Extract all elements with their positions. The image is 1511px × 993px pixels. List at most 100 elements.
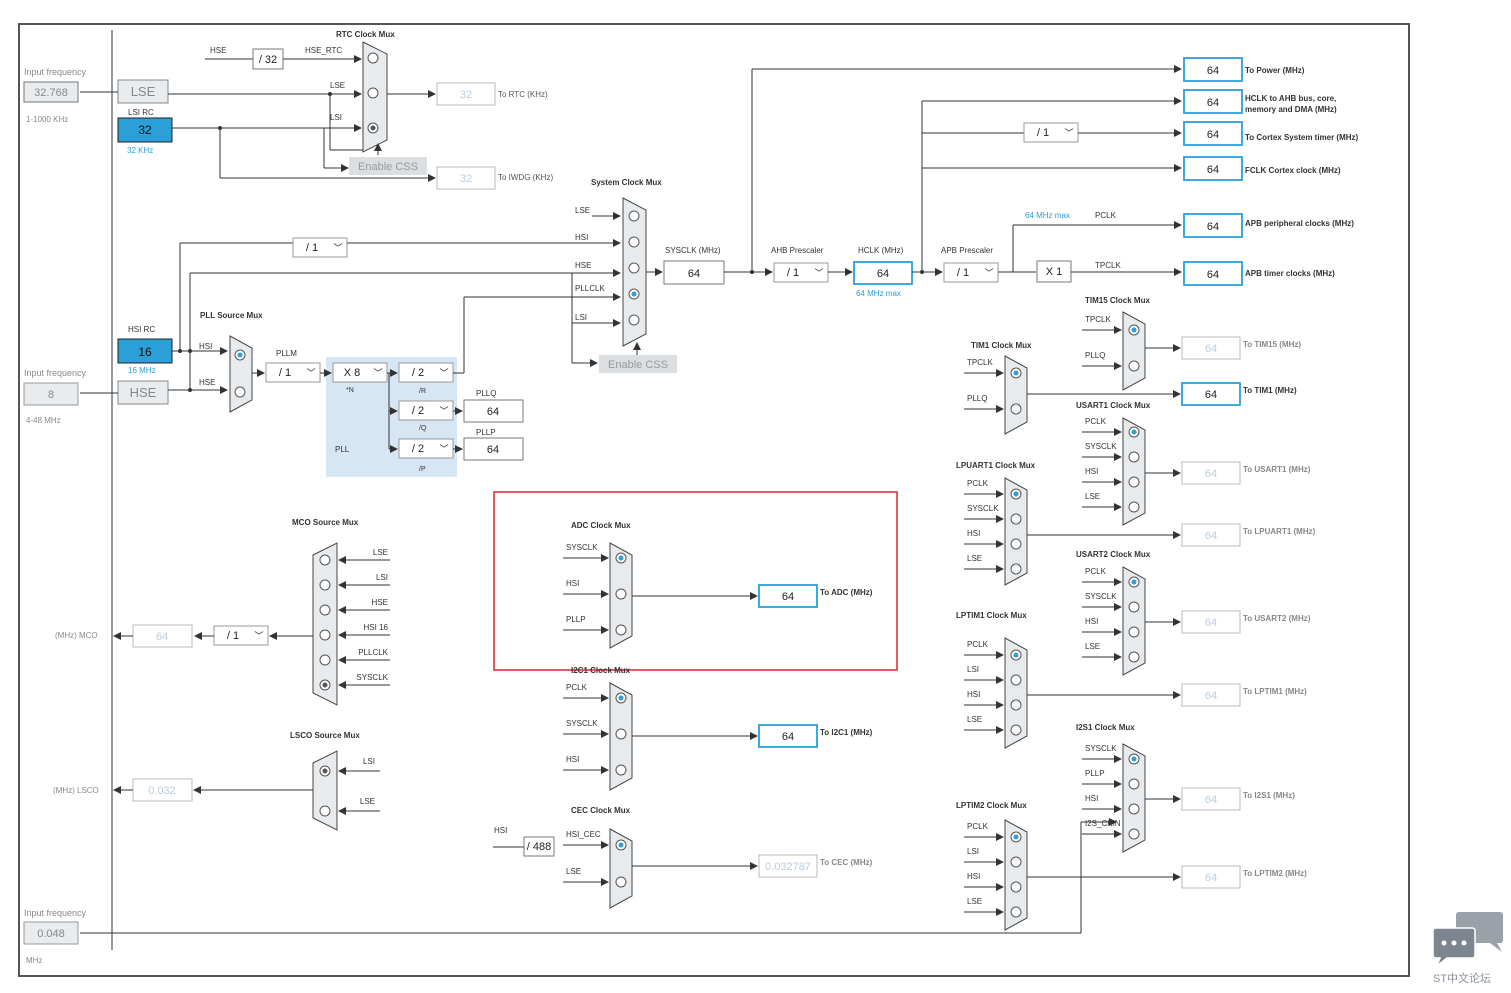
lptim2-output-value: 64: [1205, 872, 1217, 884]
ahb-prescaler-value: / 1: [787, 267, 799, 279]
lptim1-radio[interactable]: [1010, 674, 1022, 686]
i2s1-input-label: HSI: [1085, 794, 1098, 803]
mco-radio[interactable]: [319, 554, 331, 566]
sys-hsi-divider-dropdown[interactable]: [292, 237, 348, 258]
adc-radio[interactable]: [615, 588, 627, 600]
cec-input-label: LSE: [566, 867, 581, 876]
to-rtc-label: To RTC (KHz): [498, 90, 548, 99]
i2s1-radio[interactable]: [1128, 803, 1140, 815]
lpuart1-output-value: 64: [1205, 530, 1217, 542]
lptim1-radio[interactable]: [1010, 724, 1022, 736]
i2c1-output-box[interactable]: [758, 724, 818, 748]
hse-input-field[interactable]: [23, 382, 79, 406]
sys-radio-hsi[interactable]: [628, 236, 640, 248]
usart2-output-label: To USART2 (MHz): [1243, 614, 1311, 623]
tim1-output-box[interactable]: [1181, 382, 1241, 406]
cortex-timer-box[interactable]: [1183, 121, 1243, 146]
mco-source-mux: [312, 542, 338, 706]
chevron-down-icon: ﹀: [984, 268, 993, 278]
tim15-input-label: PLLQ: [1085, 351, 1105, 360]
usart1-radio[interactable]: [1128, 451, 1140, 463]
adc-input-label: SYSCLK: [566, 543, 598, 552]
usart1-clock-mux: [1122, 417, 1146, 526]
tim15-input-label: TPCLK: [1085, 315, 1111, 324]
rtc-mux-radio-lse[interactable]: [367, 87, 379, 99]
lsi-rc-box[interactable]: [117, 117, 173, 143]
apb-periph-label: APB peripheral clocks (MHz): [1245, 219, 1354, 228]
tim15-output-box: [1181, 336, 1241, 360]
lsco-source-mux: [312, 750, 338, 831]
lptim2-radio[interactable]: [1010, 906, 1022, 918]
usart2-radio[interactable]: [1128, 626, 1140, 638]
adc-output-box[interactable]: [758, 584, 818, 608]
bottom-input-field[interactable]: [23, 921, 79, 945]
lptim1-output-box: [1181, 683, 1241, 707]
lpuart1-radio[interactable]: [1010, 513, 1022, 525]
sys-enable-css-button[interactable]: [599, 355, 677, 373]
sys-radio-lsi[interactable]: [628, 314, 640, 326]
to-iwdg-label: To IWDG (KHz): [498, 173, 553, 182]
lptim1-input-label: LSE: [967, 715, 982, 724]
tim15-radio[interactable]: [1128, 360, 1140, 372]
hclk-ahb-box[interactable]: [1183, 89, 1243, 114]
hclk-max: 64 MHz max: [856, 289, 901, 298]
hse-source-name: HSE: [130, 385, 157, 400]
sys-radio-lse[interactable]: [628, 210, 640, 222]
apb-prescaler-value: / 1: [957, 267, 969, 279]
adc-radio[interactable]: [615, 624, 627, 636]
apb-tpclk-label: TPCLK: [1095, 261, 1121, 270]
lptim2-radio[interactable]: [1010, 856, 1022, 868]
sys-radio-hse[interactable]: [628, 262, 640, 274]
usart2-radio[interactable]: [1128, 601, 1140, 613]
lptim2-output-label: To LPTIM2 (MHz): [1243, 869, 1307, 878]
adc-input-label: PLLP: [566, 615, 586, 624]
hclk-box[interactable]: [853, 261, 913, 285]
lptim1-radio[interactable]: [1010, 699, 1022, 711]
i2s1-output-value: 64: [1205, 794, 1217, 806]
chevron-down-icon: ﹀: [439, 444, 448, 454]
hse-input-value: 8: [48, 389, 54, 401]
apb-timer-value: 64: [1207, 269, 1219, 281]
mco-radio[interactable]: [319, 629, 331, 641]
cec-hsi-divider: [523, 836, 555, 857]
cec-hsi-divider-value: / 488: [527, 841, 551, 853]
apb-periph-box[interactable]: [1183, 213, 1243, 238]
sys-enable-css-label: Enable CSS: [608, 359, 668, 371]
lse-input-field[interactable]: [23, 81, 79, 103]
usart1-input-label: HSI: [1085, 467, 1098, 476]
cec-radio[interactable]: [615, 876, 627, 888]
mco-radio[interactable]: [319, 604, 331, 616]
cec-output-value: 0.032787: [765, 861, 811, 873]
rtc-lse-label: LSE: [330, 81, 345, 90]
i2s1-radio[interactable]: [1128, 778, 1140, 790]
lsco-radio[interactable]: [319, 805, 331, 817]
i2c1-input-label: SYSCLK: [566, 719, 598, 728]
pll-src-radio-hse[interactable]: [234, 386, 246, 398]
lptim2-radio[interactable]: [1010, 881, 1022, 893]
rtc-mux-radio-hse[interactable]: [367, 52, 379, 64]
cec-output-label: To CEC (MHz): [820, 858, 873, 867]
i2c1-radio[interactable]: [615, 764, 627, 776]
mco-radio[interactable]: [319, 654, 331, 666]
lpuart1-radio[interactable]: [1010, 538, 1022, 550]
to-power-box[interactable]: [1183, 57, 1243, 82]
pllq-div-value: / 2: [412, 405, 424, 417]
tim1-radio[interactable]: [1010, 403, 1022, 415]
i2c1-radio[interactable]: [615, 728, 627, 740]
usart1-radio[interactable]: [1128, 501, 1140, 513]
i2s1-mux-title: I2S1 Clock Mux: [1076, 723, 1135, 732]
mco-radio[interactable]: [319, 579, 331, 591]
i2s1-radio[interactable]: [1128, 828, 1140, 840]
to-rtc-value: 32: [460, 89, 472, 101]
lpuart1-radio[interactable]: [1010, 563, 1022, 575]
apb-timer-box[interactable]: [1183, 261, 1243, 286]
to-power-label: To Power (MHz): [1245, 66, 1305, 75]
rtc-enable-css-button[interactable]: [349, 157, 427, 175]
plln-value: X 8: [344, 367, 361, 379]
fclk-box[interactable]: [1183, 156, 1243, 181]
usart1-radio[interactable]: [1128, 476, 1140, 488]
hsi-rc-label: HSI RC: [128, 325, 155, 334]
usart2-radio[interactable]: [1128, 651, 1140, 663]
sys-in-pllclk: PLLCLK: [575, 284, 605, 293]
